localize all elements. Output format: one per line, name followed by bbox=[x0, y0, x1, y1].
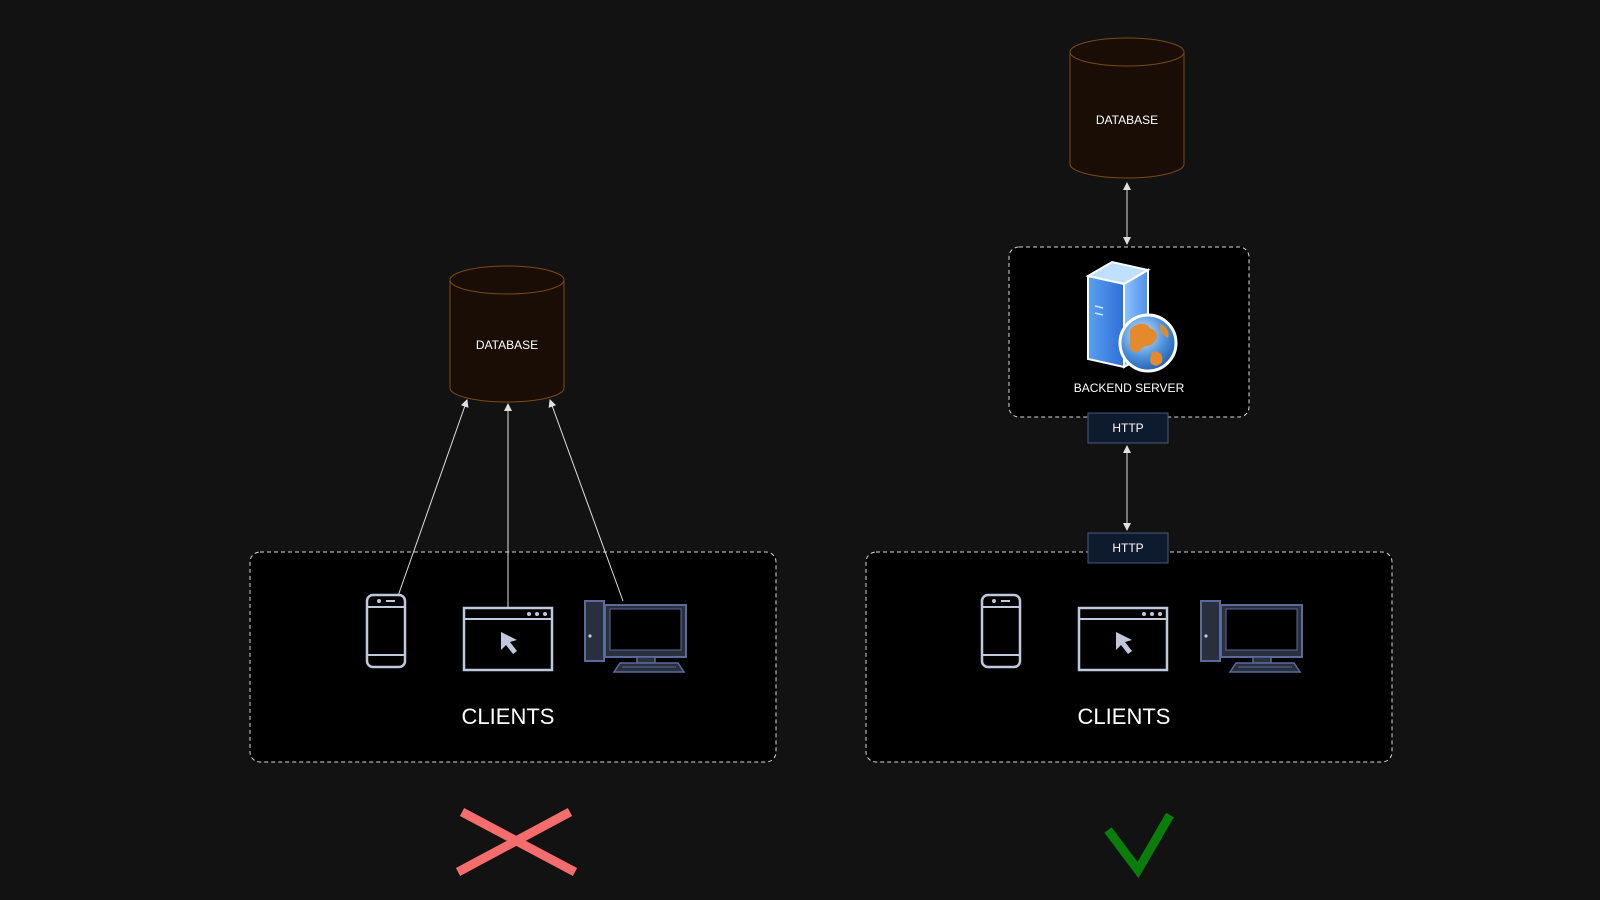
server-globe-icon bbox=[1085, 260, 1178, 373]
left-desktop-arrow bbox=[548, 399, 624, 602]
left-desktop-icon bbox=[584, 600, 687, 673]
http-top-box: HTTP bbox=[1087, 412, 1169, 444]
backend-server-label: BACKEND SERVER bbox=[1074, 381, 1185, 395]
left-phone-icon bbox=[365, 593, 407, 669]
http-top-label: HTTP bbox=[1112, 421, 1143, 435]
http-bottom-label: HTTP bbox=[1112, 541, 1143, 555]
cross-icon bbox=[455, 808, 578, 876]
http-bottom-box: HTTP bbox=[1087, 532, 1169, 564]
right-clients-panel bbox=[865, 551, 1393, 763]
left-browser-icon bbox=[462, 606, 554, 672]
right-clients-label: CLIENTS bbox=[1078, 704, 1171, 729]
right-database-label: DATABASE bbox=[1096, 113, 1158, 127]
right-architecture: DATABASE BACKEND SERVER HTTP bbox=[865, 37, 1393, 879]
check-icon bbox=[1104, 812, 1174, 879]
left-clients-label: CLIENTS bbox=[462, 704, 555, 729]
left-database-label: DATABASE bbox=[476, 338, 538, 352]
right-database: DATABASE bbox=[1069, 37, 1185, 179]
right-browser-icon bbox=[1077, 606, 1169, 672]
left-clients-panel bbox=[249, 551, 777, 763]
right-phone-icon bbox=[980, 593, 1022, 669]
left-database: DATABASE bbox=[449, 265, 565, 403]
left-phone-arrow bbox=[397, 399, 469, 597]
left-architecture: DATABASE bbox=[249, 265, 777, 876]
right-desktop-icon bbox=[1200, 600, 1303, 673]
